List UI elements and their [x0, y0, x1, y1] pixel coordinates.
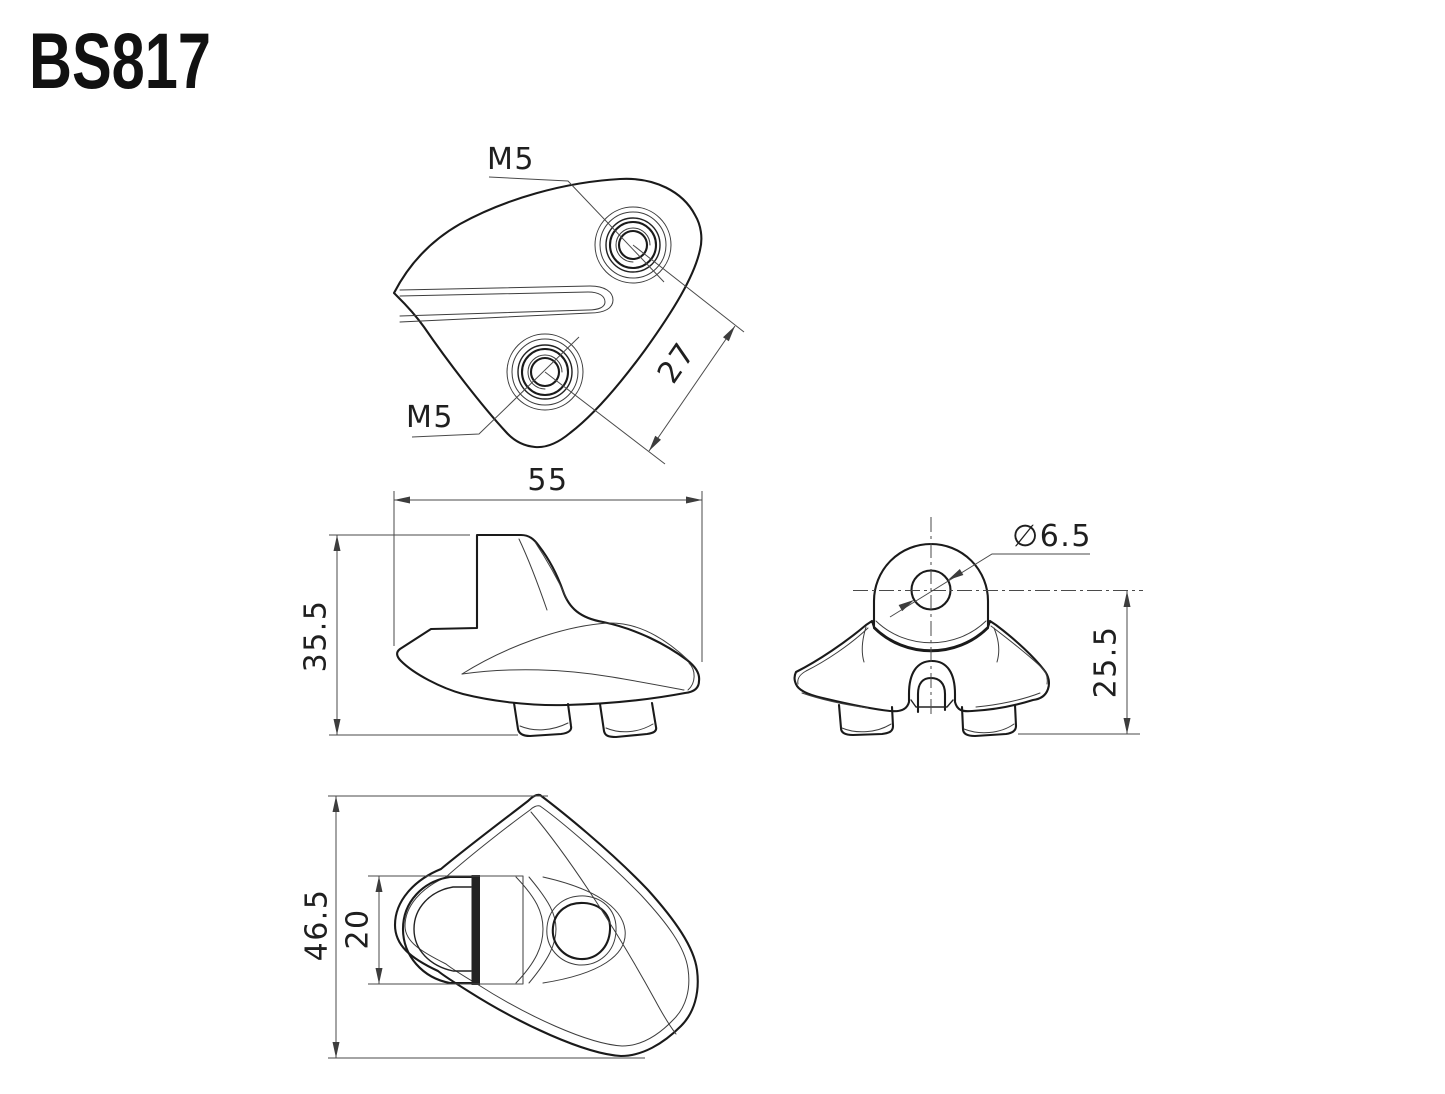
bottom-view-pocket-wall	[542, 876, 626, 984]
side-view-surface-line-upper	[461, 622, 689, 675]
leader-hole-diameter	[889, 553, 1090, 618]
bottom-view-band-line2	[528, 876, 557, 984]
top-view-slot-inner	[399, 291, 606, 317]
bottom-view: 46.5 20	[300, 793, 699, 1059]
bottom-view-socket	[401, 875, 524, 985]
page-title: BS817	[29, 16, 211, 105]
thread-label-upper: M5	[487, 142, 535, 177]
bottom-view-band-line1	[515, 876, 544, 984]
front-view-right-underside-rim	[975, 692, 1041, 708]
bottom-view-crease	[530, 811, 677, 1035]
side-view-fin-crease2	[534, 541, 568, 600]
dimension-height	[329, 534, 518, 736]
side-view: 55 35.5	[299, 463, 703, 739]
side-view-outline	[396, 533, 701, 707]
front-view-studs	[837, 703, 1018, 738]
dimension-width	[393, 491, 703, 662]
front-view-left-underside-rim	[801, 692, 869, 709]
dim-label-length: 46.5	[300, 889, 335, 962]
dim-label-width: 55	[527, 463, 568, 498]
dimension-length	[328, 795, 645, 1059]
front-view-left-wing-rim	[797, 627, 869, 685]
front-view: ∅6.5 25.5	[793, 517, 1143, 738]
thread-label-lower: M5	[406, 400, 454, 435]
top-view-hole-upper	[594, 206, 672, 284]
bottom-view-inset-contour	[404, 805, 690, 1047]
dim-label-hole-diameter: ∅6.5	[1012, 519, 1092, 554]
dim-label-mount-height: 25.5	[1089, 626, 1124, 699]
leader-thread-lower	[411, 336, 580, 438]
dimension-slot-width	[368, 875, 523, 985]
dim-label-height: 35.5	[299, 600, 334, 673]
top-view-outline	[392, 177, 703, 449]
bottom-view-teardrop-rim	[546, 895, 617, 966]
front-view-right-wing-rim	[990, 625, 1048, 685]
top-view-slot-outer	[399, 285, 614, 323]
side-view-edge-rim	[687, 662, 695, 691]
dimension-mount-height	[1018, 591, 1140, 735]
front-view-left-wing-facet	[861, 626, 867, 663]
front-view-body	[793, 619, 1050, 713]
top-view-hole-lower	[506, 333, 584, 411]
front-view-right-wing-facet	[993, 627, 1000, 663]
dimension-hole-spacing	[544, 244, 745, 465]
dim-label-slot-width: 20	[341, 908, 376, 949]
leader-thread-upper	[488, 176, 665, 283]
bottom-view-outline	[393, 793, 699, 1058]
side-view-studs	[512, 701, 658, 739]
side-view-surface-line-lower	[461, 669, 685, 691]
side-view-fin-crease	[518, 538, 548, 611]
bottom-view-teardrop-hole	[551, 901, 612, 961]
